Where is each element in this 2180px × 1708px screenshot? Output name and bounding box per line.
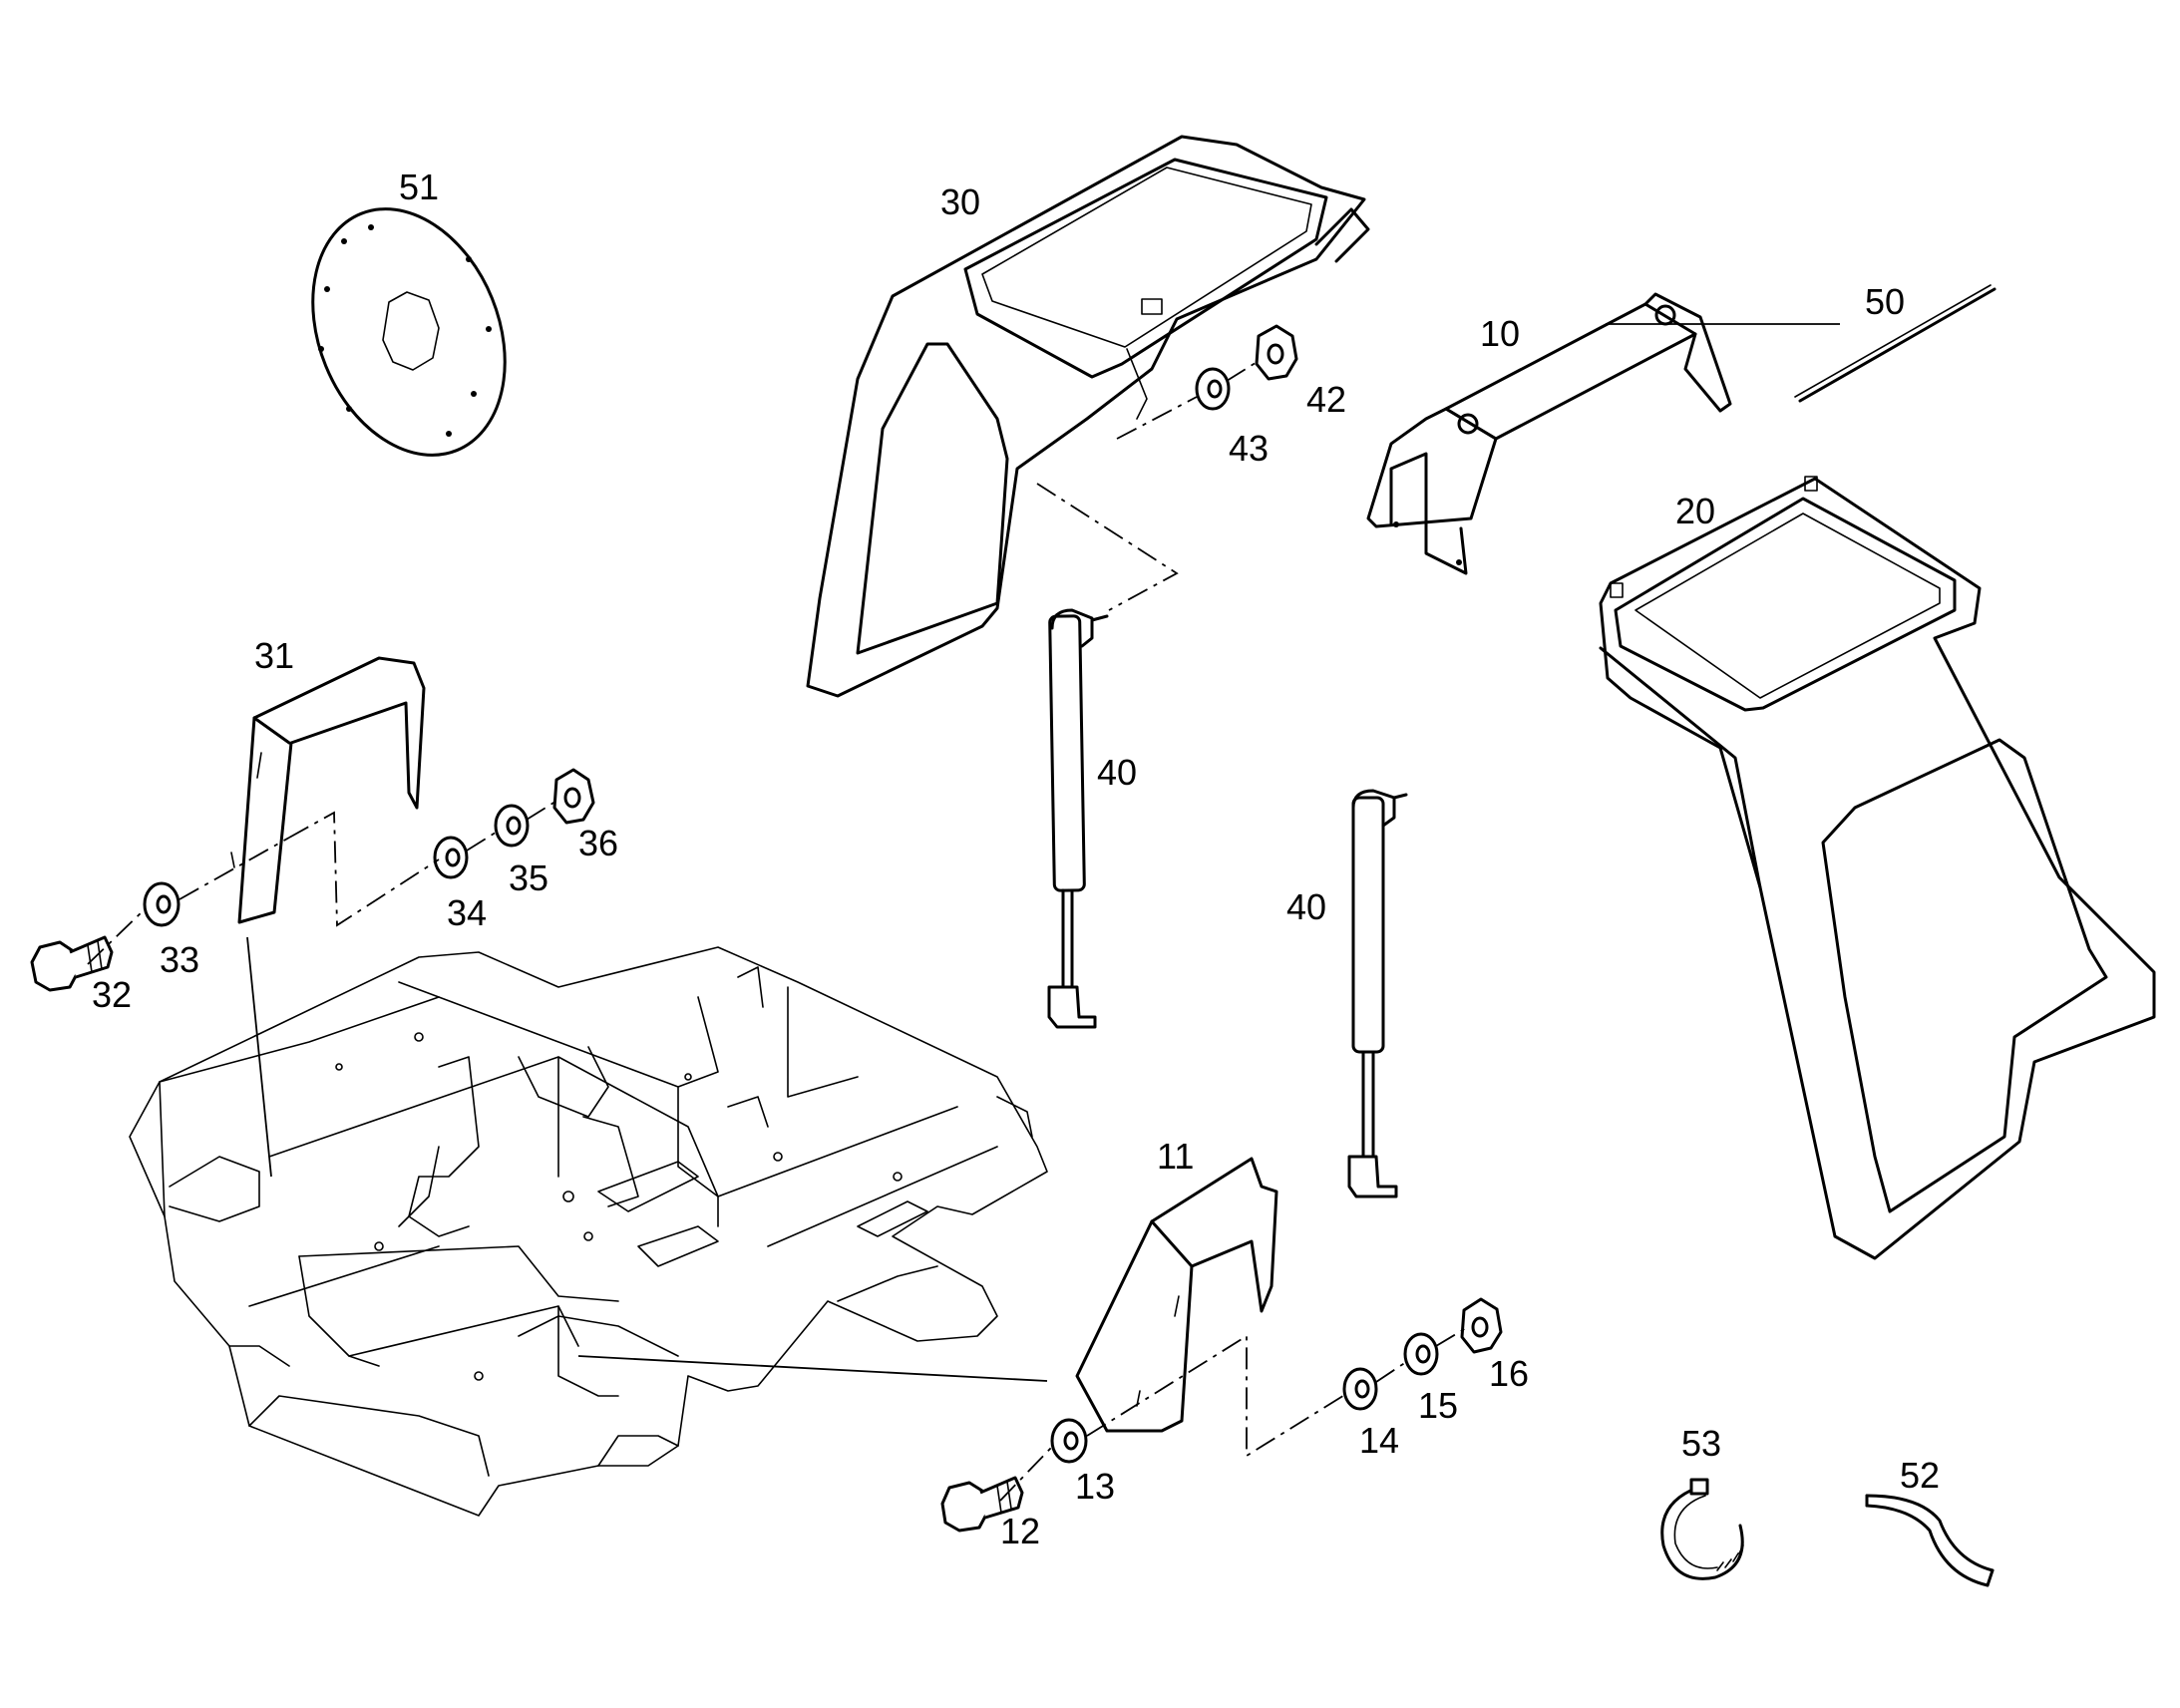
- part-15-washer: [1403, 1332, 1439, 1376]
- part-11-right-bracket: [1075, 1157, 1278, 1433]
- callout-50: 50: [1865, 281, 1905, 322]
- callout-53: 53: [1681, 1423, 1721, 1464]
- callout-10: 10: [1480, 313, 1520, 354]
- callout-34: 34: [447, 892, 487, 933]
- callout-43: 43: [1229, 428, 1269, 469]
- part-53-hose-clamp: [1660, 1478, 1744, 1580]
- callout-14: 14: [1359, 1420, 1399, 1461]
- part-42-nut: [1255, 324, 1298, 381]
- callout-33: 33: [160, 939, 199, 980]
- callout-42: 42: [1306, 379, 1346, 420]
- part-40-gas-spring-b: [1347, 789, 1408, 1198]
- part-51-disc: [311, 207, 507, 457]
- callout-40-lower: 40: [1286, 886, 1326, 927]
- callout-52: 52: [1900, 1455, 1940, 1496]
- callout-31: 31: [254, 635, 294, 676]
- callout-32: 32: [92, 974, 132, 1015]
- part-32-bolt: [30, 935, 114, 992]
- part-43-washer: [1195, 367, 1231, 411]
- callout-35: 35: [509, 857, 548, 898]
- callout-20: 20: [1675, 491, 1715, 531]
- part-10-bracket: [1366, 292, 1732, 575]
- part-33-washer: [143, 881, 181, 927]
- chassis-frame: [129, 946, 1048, 1517]
- part-50-rod: [1798, 287, 1997, 403]
- callout-51: 51: [399, 167, 439, 207]
- part-34-washer: [433, 836, 469, 879]
- callout-40-upper: 40: [1097, 752, 1137, 793]
- callout-13: 13: [1075, 1466, 1115, 1507]
- assembly-lines: [87, 323, 1840, 1502]
- part-20-right-fender: [1599, 476, 2156, 1260]
- callout-36: 36: [578, 823, 618, 863]
- part-52-strap: [1865, 1494, 1995, 1587]
- part-36-nut: [552, 768, 595, 825]
- part-31-left-bracket: [230, 656, 426, 924]
- callout-15: 15: [1418, 1385, 1458, 1426]
- part-14-washer: [1342, 1367, 1378, 1411]
- callout-11: 11: [1157, 1136, 1194, 1177]
- part-30-left-fender: [806, 135, 1370, 698]
- part-16-nut: [1460, 1297, 1503, 1354]
- part-35-washer: [494, 804, 530, 848]
- callout-labels: 10 11 12 13 14 15 16 20 30 31 32 33 34 3…: [92, 167, 1940, 1551]
- callout-30: 30: [940, 181, 980, 222]
- callout-16: 16: [1489, 1353, 1529, 1394]
- callout-12: 12: [1000, 1511, 1040, 1551]
- part-13-washer: [1050, 1418, 1088, 1464]
- part-40-gas-spring-a: [1047, 608, 1109, 1029]
